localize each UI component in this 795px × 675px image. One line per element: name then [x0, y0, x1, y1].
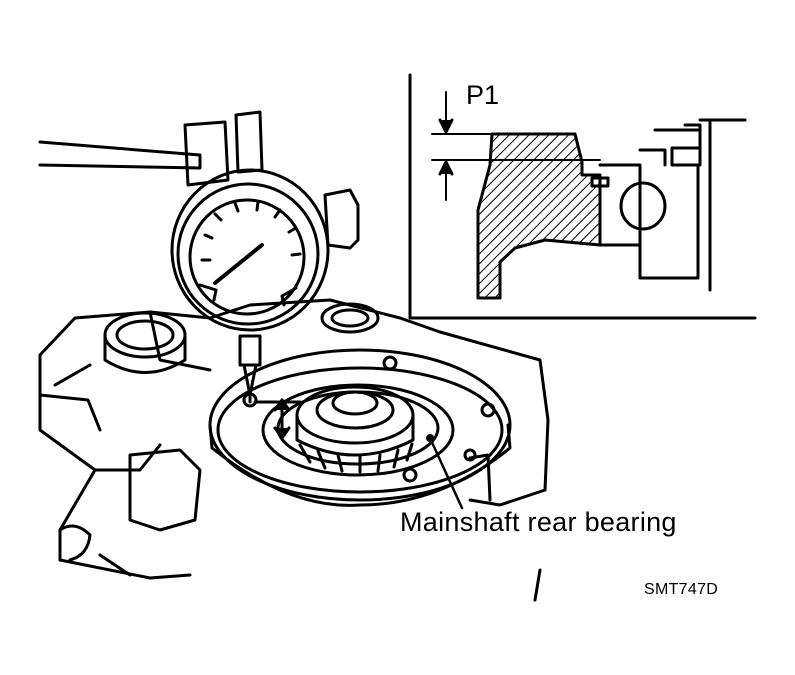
- dimension-label: P1: [466, 80, 500, 110]
- figure-code: SMT747D: [644, 581, 719, 598]
- callout-label: Mainshaft rear bearing: [400, 507, 677, 537]
- callout-leader-dot: [426, 434, 434, 442]
- inset-housing-section: [476, 132, 602, 300]
- callout-leader: [428, 436, 464, 510]
- mainshaft-rear-bearing: [261, 383, 455, 477]
- dial-gauge: [38, 110, 360, 404]
- case-boss-left: [103, 311, 187, 374]
- measurement-arrow: [253, 398, 302, 440]
- case-boss-right: [320, 302, 380, 334]
- retainer-flange: [208, 348, 512, 507]
